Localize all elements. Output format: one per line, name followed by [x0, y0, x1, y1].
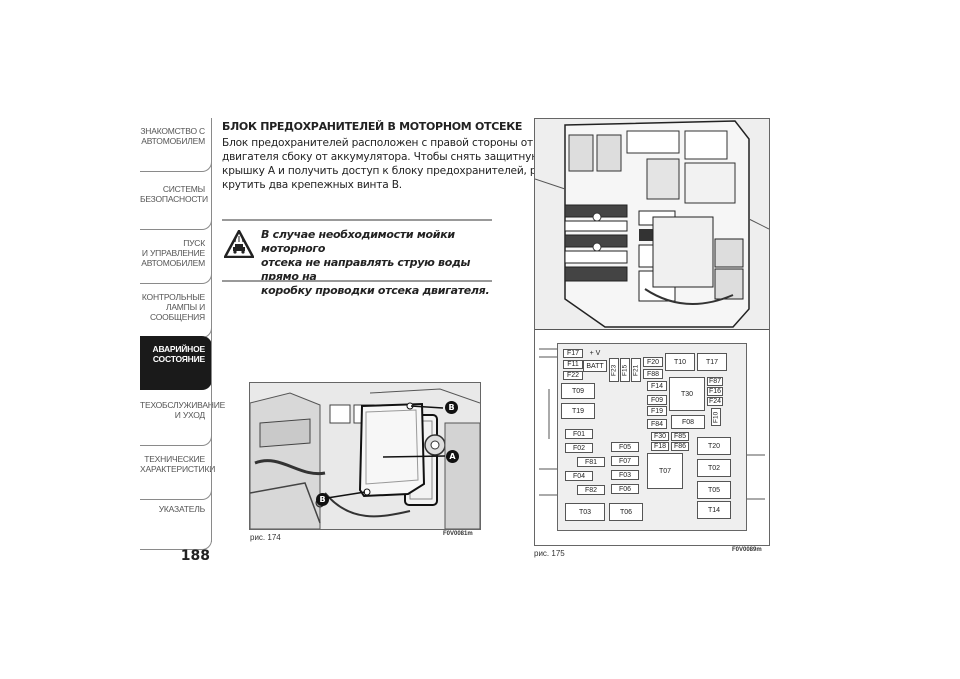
fuse-f82: F82 [577, 485, 605, 495]
figure-174-code: F0V0081m [443, 531, 473, 537]
fuse-f06: F06 [611, 484, 639, 494]
fuse-t02: T02 [697, 459, 731, 477]
fuse-f24: F24 [707, 397, 723, 406]
fuse-f10: F10 [711, 408, 721, 426]
fuse-f08: F08 [671, 415, 705, 429]
fuse-t10: T10 [665, 353, 695, 371]
fuse-f23: F23 [609, 358, 619, 382]
figure-175-photo [534, 119, 770, 330]
fuse-t20: T20 [697, 437, 731, 455]
figure-174-caption: рис. 174 [250, 533, 281, 542]
fuse-f19: F19 [647, 406, 667, 416]
tab-emergency[interactable]: АВАРИЙНОЕ СОСТОЯНИЕ [140, 336, 212, 390]
fuse-f11: F11 [563, 360, 583, 369]
fuse-t30: T30 [669, 377, 705, 411]
body-line: крышку A и получить доступ к блоку предо… [222, 165, 552, 177]
fuse-f86: F86 [671, 442, 689, 451]
warning-rule-top [222, 219, 492, 221]
fuse-f15: F15 [620, 358, 630, 382]
fuse-t05: T05 [697, 481, 731, 499]
fuse-f04: F04 [565, 471, 593, 481]
fuse-t14: T14 [697, 501, 731, 519]
tab-index[interactable]: УКАЗАТЕЛЬ [140, 496, 212, 550]
fuse-f87: F87 [707, 377, 723, 386]
warning-line: коробку проводки отсека двигателя. [261, 284, 490, 297]
fuse-f09: F09 [647, 395, 667, 405]
fuse-f18: F18 [651, 442, 669, 451]
label-a: A [446, 450, 459, 463]
tab-start-driving[interactable]: ПУСК И УПРАВЛЕНИЕ АВТОМОБИЛЕМ [140, 230, 212, 284]
figure-175: F17 + V F11 BATT F22 F23 F15 F21 F20 F88… [534, 118, 770, 546]
fuse-t07: T07 [647, 453, 683, 489]
section-body: Блок предохранителей расположен с правой… [222, 136, 552, 192]
fuse-plus-v: + V [589, 350, 601, 357]
fuse-f85: F85 [671, 432, 689, 441]
tab-vehicle-intro[interactable]: ЗНАКОМСТВО С АВТОМОБИЛЕМ [140, 118, 212, 172]
fuse-f88: F88 [643, 369, 663, 379]
fuse-t19: T19 [561, 403, 595, 419]
page-number: 188 [180, 548, 210, 564]
tab-specifications[interactable]: ТЕХНИЧЕСКИЕ ХАРАКТЕРИСТИКИ [140, 446, 215, 500]
figure-175-caption: рис. 175 [534, 549, 565, 558]
fuse-f05: F05 [611, 442, 639, 452]
fuse-f84: F84 [647, 419, 667, 429]
body-line: Блок предохранителей расположен с правой… [222, 137, 533, 149]
body-line: крутить два крепежных винта B. [222, 179, 402, 191]
tab-warning-lights[interactable]: КОНТРОЛЬНЫЕ ЛАМПЫ И СООБЩЕНИЯ [140, 284, 212, 338]
warning-text: В случае необходимости мойки моторного о… [261, 228, 497, 298]
fuse-batt: BATT [583, 360, 607, 372]
fuse-f17: F17 [563, 349, 583, 358]
figure-175-code: F0V0089m [732, 547, 762, 553]
fuse-t17: T17 [697, 353, 727, 371]
fuse-f22: F22 [563, 371, 583, 380]
section-title: БЛОК ПРЕДОХРАНИТЕЛЕЙ В МОТОРНОМ ОТСЕКЕ [222, 120, 523, 133]
body-line: двигателя сбоку от аккумулятора. Чтобы с… [222, 151, 540, 163]
fuse-f30: F30 [651, 432, 669, 441]
warning-line: отсека не направлять струю воды прямо на [261, 256, 471, 283]
fuse-t09: T09 [561, 383, 595, 399]
callout-leaders [323, 402, 453, 516]
fuse-f81: F81 [577, 457, 605, 467]
fuse-f07: F07 [611, 456, 639, 466]
label-b-top: B [445, 401, 458, 414]
fuse-f01: F01 [565, 429, 593, 439]
warning-rule-bottom [222, 280, 492, 282]
fuse-f02: F02 [565, 443, 593, 453]
tab-maintenance[interactable]: ТЕХОБСЛУЖИВАНИЕ И УХОД [140, 392, 225, 446]
fuse-t03: T03 [565, 503, 605, 521]
warning-line: В случае необходимости мойки моторного [261, 228, 455, 255]
fuse-f21: F21 [631, 358, 641, 382]
sidebar-divider [211, 118, 212, 542]
cover-a-outline [358, 400, 428, 504]
fuse-f03: F03 [611, 470, 639, 480]
car-wash-warning-icon [222, 228, 256, 262]
fuse-f16: F16 [707, 387, 723, 396]
fuse-t06: T06 [609, 503, 643, 521]
fuse-f20: F20 [643, 357, 663, 367]
label-b-bottom: B [316, 493, 329, 506]
fuse-diagram: F17 + V F11 BATT F22 F23 F15 F21 F20 F88… [535, 329, 769, 545]
fuse-f14: F14 [647, 381, 667, 391]
tab-safety-systems[interactable]: СИСТЕМЫ БЕЗОПАСНОСТИ [140, 176, 212, 230]
